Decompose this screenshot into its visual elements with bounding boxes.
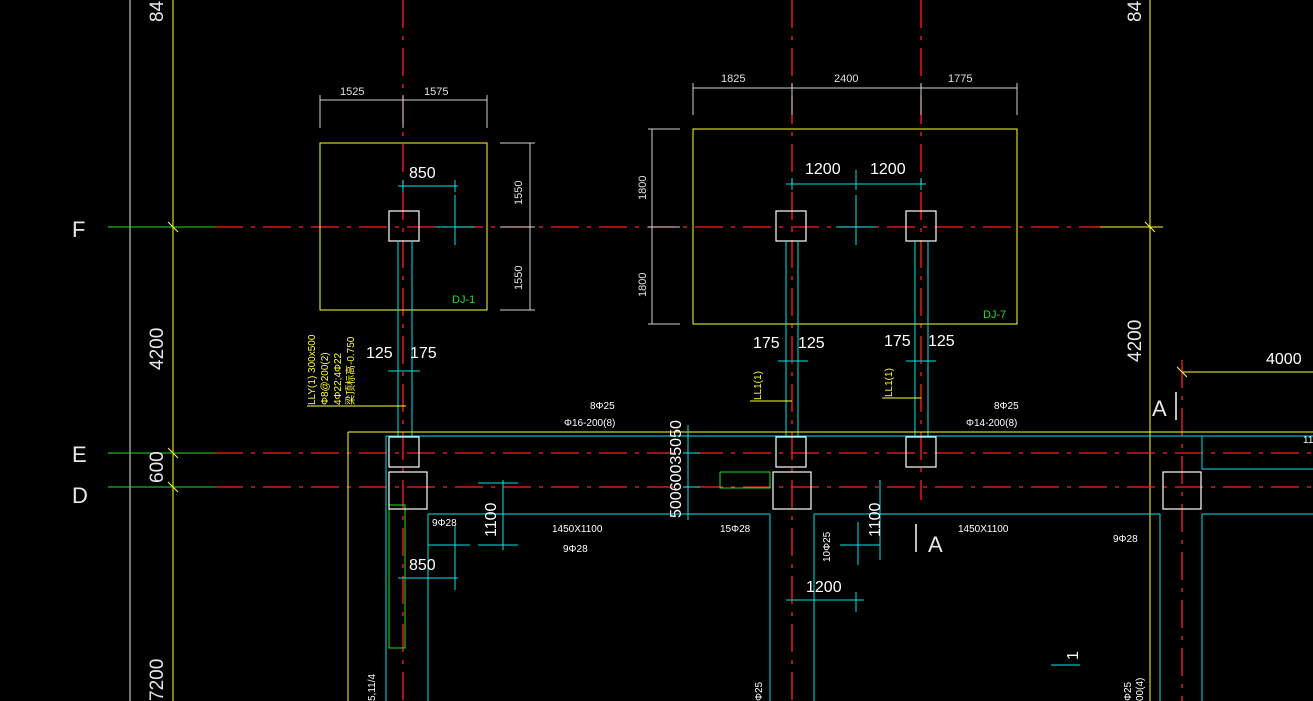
lower-bottom-right-1: Φ25 (1123, 681, 1134, 701)
section-label-a-2: A (928, 532, 943, 557)
beam-note-left-bot: Φ16-200(8) (564, 418, 615, 429)
section-label-a: A (1152, 396, 1167, 421)
grid-label-d: D (72, 483, 88, 508)
axis-dim-left-top: 84 (147, 0, 168, 22)
footing-dj1[interactable]: 1525 1575 1550 1550 850 DJ-1 (319, 86, 535, 311)
beam-offset-left-a: 125 (366, 345, 393, 362)
ll-tag-1: LL1(1) (753, 371, 764, 400)
lower-right-size: 1450X1100 (958, 524, 1009, 535)
lower-bottom-left: 5,11/4 (367, 674, 378, 701)
ll-annotation-line-2: Φ8@200(2) (320, 352, 331, 405)
ll-annotation-line-1: LLY(1) 300x500 (307, 334, 318, 405)
section-mark-a-top: A (1152, 392, 1177, 421)
ll-annotation: LLY(1) 300x500 Φ8@200(2) 4Φ22;4Φ22 梁顶标高-… (307, 334, 406, 407)
link-beams (388, 241, 936, 437)
grid-label-e: E (72, 442, 87, 467)
ground-beam (347, 431, 1313, 701)
beam-note-right-bot: Φ14-200(8) (966, 418, 1017, 429)
lower-mid-rebar: 15Φ28 (720, 524, 751, 535)
axis-dim-left-ed: 600 (147, 451, 168, 483)
dj7-dim-2: 2400 (834, 73, 858, 85)
lower-dim-1100-left: 1100 (483, 502, 500, 537)
beam-note-right-top: 8Φ25 (994, 401, 1019, 412)
ll-tags: LL1(1) LL1(1) (750, 368, 921, 402)
ll-annotation-line-4: 梁顶标高-0.750 (344, 336, 357, 405)
dj1-dim-left: 1525 (340, 86, 364, 98)
dim-4000: 4000 (1176, 351, 1313, 378)
axis-dim-right-mid: 4200 (1125, 320, 1146, 362)
lower-left-rebar-1: 9Φ28 (432, 518, 457, 529)
beam-note-left-top: 8Φ25 (590, 401, 615, 412)
ll-tag-2: LL1(1) (884, 368, 895, 397)
dj7-dim-upper: 1800 (637, 176, 649, 200)
dj7-dim-1: 1825 (721, 73, 745, 85)
lower-left-size: 1450X1100 (552, 524, 603, 535)
dj7-col-offset-right: 1200 (870, 161, 906, 178)
lower-bottom-right-2: 00(4) (1135, 678, 1146, 701)
columns-e-d[interactable] (388, 436, 1202, 510)
axis-dim-left-mid: 4200 (147, 328, 168, 370)
dj7-label: DJ-7 (983, 309, 1006, 321)
beam-offset-mid-b: 125 (798, 335, 825, 352)
lower-dim-1100-mid: 1100 (867, 502, 884, 537)
lower-dim-850: 850 (409, 557, 436, 574)
lower-dim-1200: 1200 (806, 579, 842, 596)
stacked-dims: 50060035050 (668, 420, 700, 520)
lower-bottom-mid: Φ25 (754, 681, 765, 701)
axis-dim-left-bottom: 7200 (147, 659, 168, 701)
grid-label-f: F (72, 217, 85, 242)
dj1-dim-lower: 1550 (513, 266, 525, 290)
footing-dj7[interactable]: 1825 2400 1775 1800 1800 1200 1200 DJ-7 (637, 73, 1018, 325)
lower-right-rebar: 9Φ28 (1113, 534, 1138, 545)
lower-mark-1: 1 (1065, 651, 1082, 660)
dj1-dim-right: 1575 (424, 86, 448, 98)
dj1-col-offset: 850 (409, 165, 436, 182)
dj7-dim-lower: 1800 (637, 273, 649, 297)
axis-dim-right-top: 84 (1125, 0, 1146, 22)
lower-left-rebar-2: 9Φ28 (563, 544, 588, 555)
section-mark-a-mid: A (915, 524, 943, 557)
dj7-dim-3: 1775 (948, 73, 972, 85)
ll-annotation-line-3: 4Φ22;4Φ22 (333, 352, 344, 405)
dj7-col-offset-left: 1200 (805, 161, 841, 178)
lower-side-rebar: 10Φ25 (822, 531, 833, 562)
stacked-dims-text: 50060035050 (668, 420, 685, 518)
lower-right-edge: 11 (1303, 435, 1313, 446)
beam-offset-mid-a: 175 (753, 335, 780, 352)
lower-annotations: 9Φ28 1450X1100 9Φ28 1100 15Φ28 1100 10Φ2… (367, 435, 1313, 701)
beam-offset-right-a: 175 (884, 333, 911, 350)
dj1-label: DJ-1 (452, 294, 475, 306)
dim-4000-text: 4000 (1266, 351, 1302, 368)
beam-offset-right-b: 125 (928, 333, 955, 350)
beam-offset-left-b: 175 (410, 345, 437, 362)
dj1-dim-upper: 1550 (513, 181, 525, 205)
